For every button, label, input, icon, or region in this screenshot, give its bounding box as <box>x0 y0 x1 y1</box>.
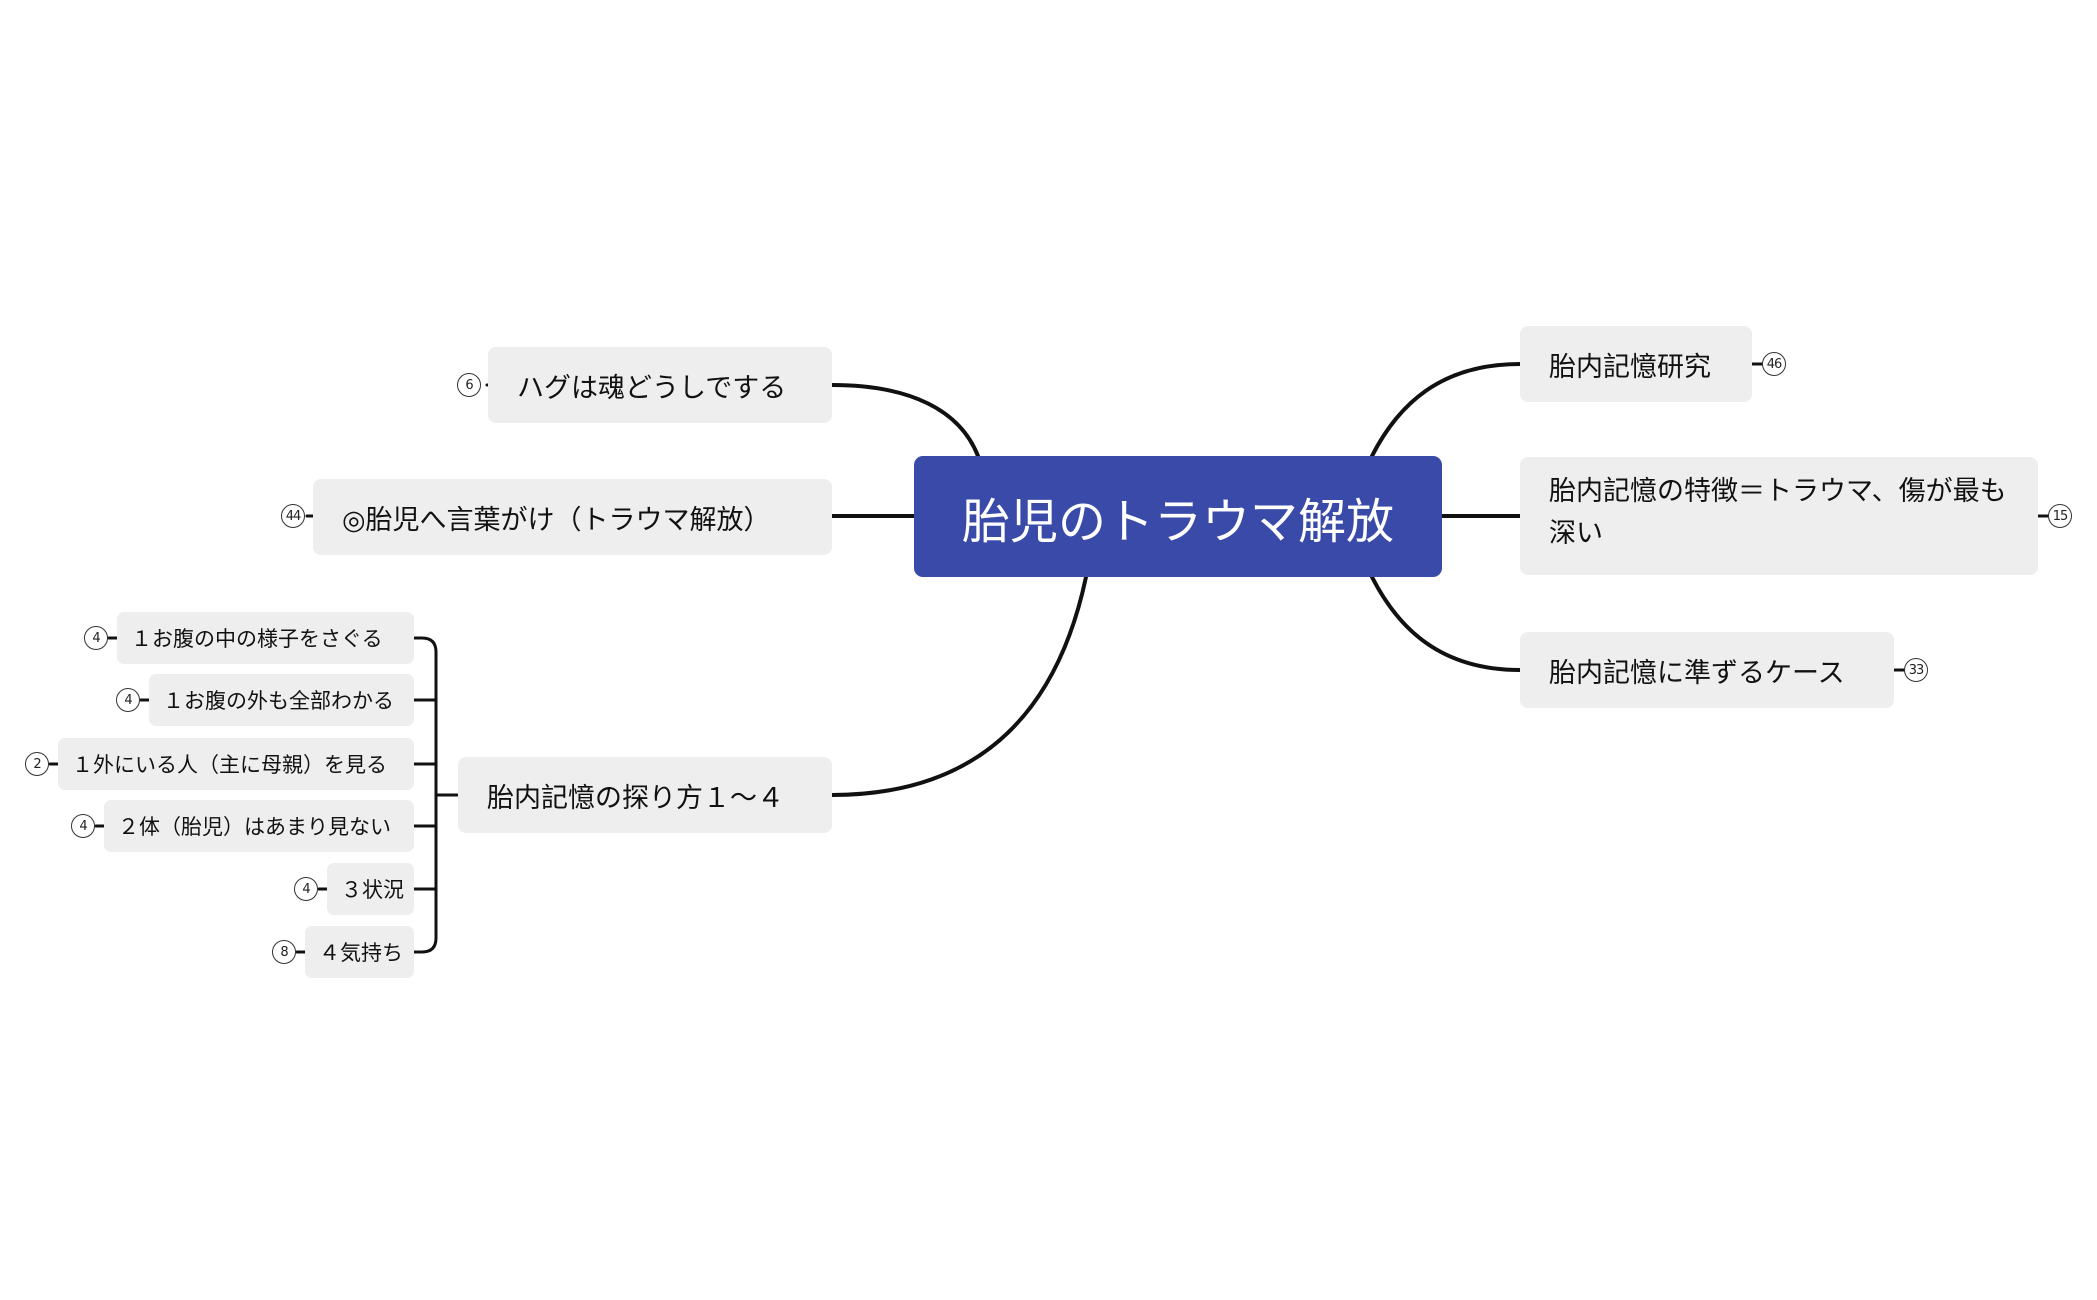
topic-cases[interactable]: 胎内記憶に準ずるケース <box>1520 632 1894 708</box>
topic-words[interactable]: ◎胎児へ言葉がけ（トラウマ解放） <box>313 479 832 555</box>
subtopic-5-count-badge[interactable]: 4 <box>294 877 318 901</box>
topic-features-count-badge[interactable]: 15 <box>2048 504 2072 528</box>
subtopic-4-label: ２体（胎児）はあまり見ない <box>118 815 391 839</box>
topic-hug-count-badge[interactable]: 6 <box>457 373 481 397</box>
topic-method[interactable]: 胎内記憶の探り方１〜４ <box>458 757 832 833</box>
subtopic-3[interactable]: １外にいる人（主に母親）を見る <box>58 738 414 790</box>
topic-words-count-badge[interactable]: 44 <box>281 504 305 528</box>
subtopic-3-count-badge[interactable]: 2 <box>25 752 49 776</box>
subtopic-1-count-badge[interactable]: 4 <box>84 626 108 650</box>
subtopic-2[interactable]: １お腹の外も全部わかる <box>149 674 414 726</box>
topic-hug[interactable]: ハグは魂どうしでする <box>488 347 832 423</box>
topic-features-label: 胎内記憶の特徴＝トラウマ、傷が最も深い <box>1549 476 2007 549</box>
topic-research-label: 胎内記憶研究 <box>1549 351 1711 383</box>
topic-research[interactable]: 胎内記憶研究 <box>1520 326 1752 402</box>
subtopic-6[interactable]: ４気持ち <box>305 926 414 978</box>
subtopic-1[interactable]: １お腹の中の様子をさぐる <box>117 612 414 664</box>
subtopic-5[interactable]: ３状況 <box>327 863 414 915</box>
topic-words-label: ◎胎児へ言葉がけ（トラウマ解放） <box>342 504 771 536</box>
subtopic-6-label: ４気持ち <box>319 941 403 965</box>
central-topic[interactable]: 胎児のトラウマ解放 <box>914 456 1442 577</box>
topic-cases-label: 胎内記憶に準ずるケース <box>1549 657 1845 689</box>
subtopic-2-count-badge[interactable]: 4 <box>116 688 140 712</box>
subtopic-3-label: １外にいる人（主に母親）を見る <box>72 753 387 777</box>
topic-cases-count-badge[interactable]: 33 <box>1904 658 1928 682</box>
topic-features[interactable]: 胎内記憶の特徴＝トラウマ、傷が最も深い <box>1520 457 2038 575</box>
subtopic-4-count-badge[interactable]: 4 <box>71 814 95 838</box>
subtopic-6-count-badge[interactable]: 8 <box>272 940 296 964</box>
subtopic-2-label: １お腹の外も全部わかる <box>163 689 394 713</box>
subtopic-4[interactable]: ２体（胎児）はあまり見ない <box>104 800 414 852</box>
subtopic-5-label: ３状況 <box>341 878 404 902</box>
central-topic-label: 胎児のトラウマ解放 <box>961 493 1394 550</box>
topic-research-count-badge[interactable]: 46 <box>1762 352 1786 376</box>
topic-hug-label: ハグは魂どうしでする <box>517 372 787 404</box>
subtopic-1-label: １お腹の中の様子をさぐる <box>131 627 383 651</box>
topic-method-label: 胎内記憶の探り方１〜４ <box>487 782 784 814</box>
